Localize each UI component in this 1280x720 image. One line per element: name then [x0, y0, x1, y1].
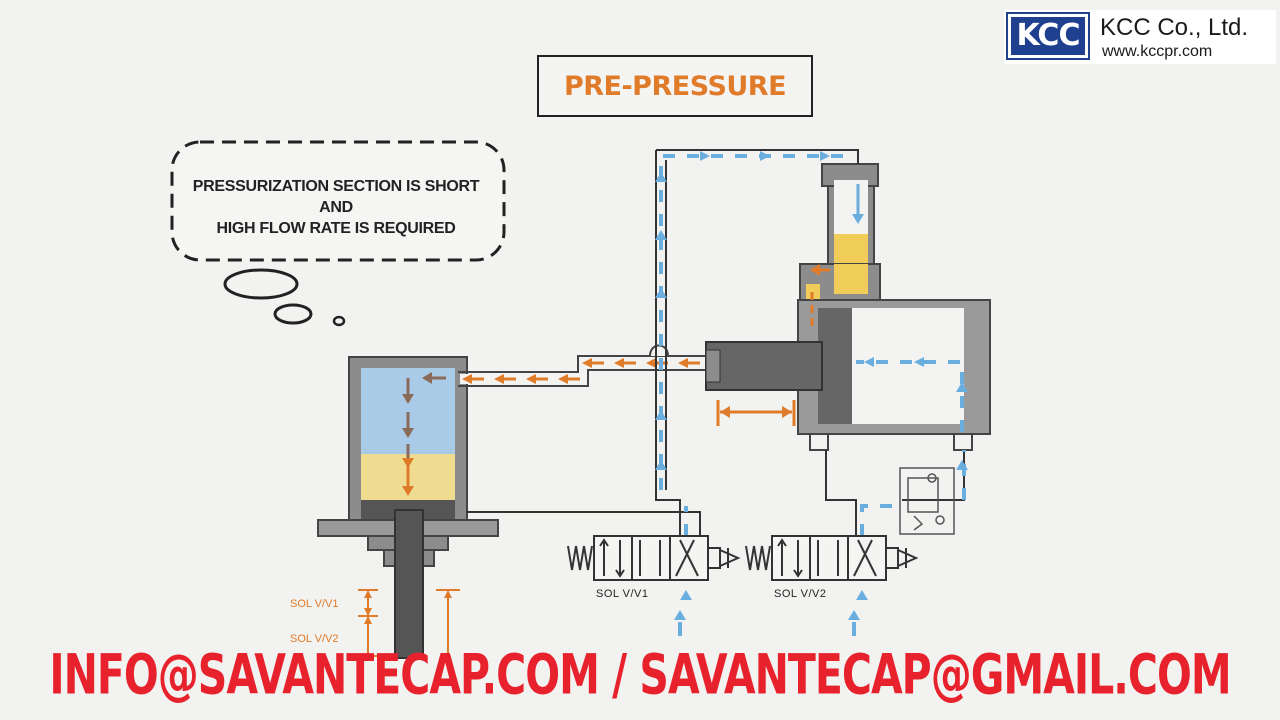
- valve-1-label: SOL V/V1: [596, 588, 649, 600]
- company-name: KCC Co., Ltd.: [1100, 14, 1249, 41]
- logo-mark-text: KCC: [1011, 17, 1085, 55]
- air-lines: [466, 149, 965, 536]
- air-flow-arrows: [659, 154, 966, 536]
- company-logo: KCC KCC Co., Ltd. www.kccpr.com: [1004, 10, 1276, 64]
- oil-pipe: [458, 344, 706, 387]
- thought-text: PRESSURIZATION SECTION IS SHORT AND HIGH…: [172, 176, 500, 239]
- working-cylinder: [317, 356, 499, 659]
- contact-banner: INFO@SAVANTECAP.COM / SAVANTECAP@GMAIL.C…: [49, 642, 1231, 707]
- solenoid-valve-1: [567, 535, 741, 581]
- thought-line-2: AND: [319, 199, 353, 216]
- pressure-switch: [899, 467, 955, 535]
- stroke-label-v2: SOL V/V2: [290, 633, 339, 645]
- solenoid-valve-2: [745, 535, 919, 581]
- thought-line-1: PRESSURIZATION SECTION IS SHORT: [192, 178, 480, 195]
- title-box: PRE-PRESSURE: [537, 55, 813, 117]
- thought-bubble: [170, 140, 506, 327]
- valve-2-label: SOL V/V2: [774, 588, 827, 600]
- thought-line-3: HIGH FLOW RATE IS REQUIRED: [216, 220, 456, 237]
- diagram-title: PRE-PRESSURE: [563, 70, 787, 102]
- kcc-logo-mark: KCC: [1006, 12, 1090, 60]
- stroke-label-v1: SOL V/V1: [290, 598, 339, 610]
- company-url: www.kccpr.com: [1102, 43, 1213, 60]
- booster-unit: [705, 163, 991, 451]
